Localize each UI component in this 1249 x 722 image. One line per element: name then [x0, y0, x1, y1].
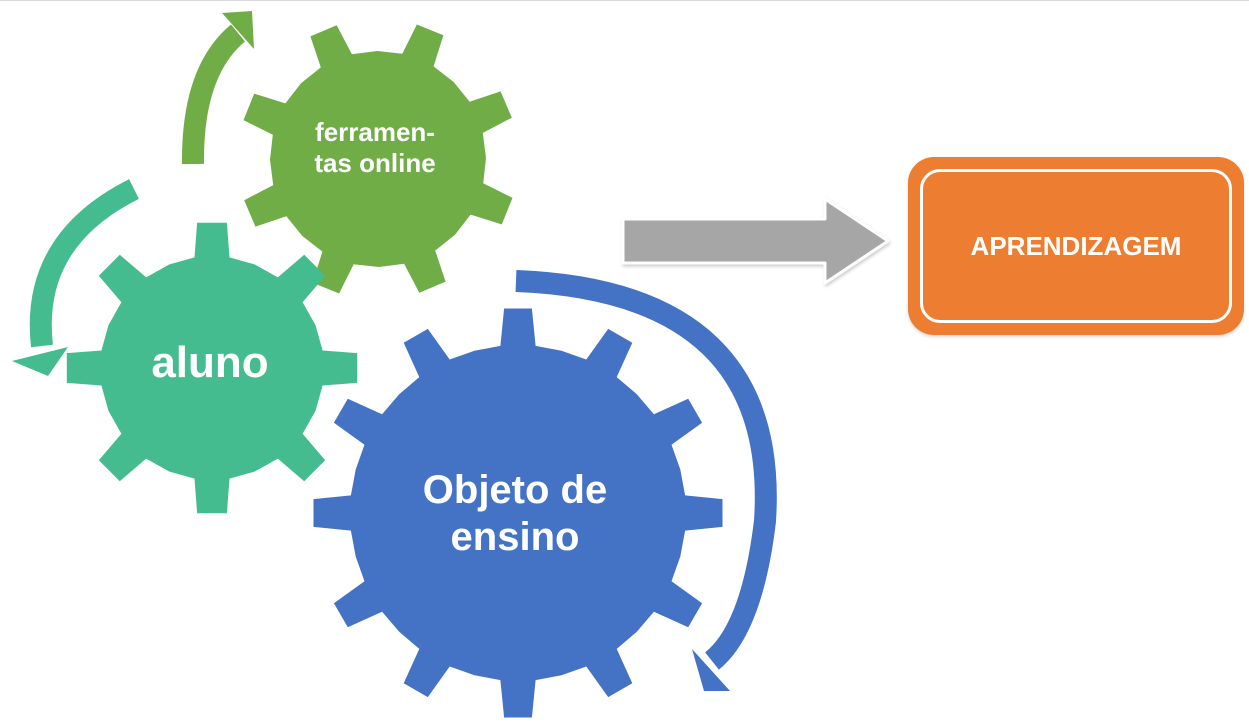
- curved-arrow-blue: [515, 270, 777, 670]
- student-gear: [66, 222, 358, 514]
- curved-arrow-teal-head: [12, 347, 68, 376]
- object-gear-label: Objeto de ensino: [422, 468, 608, 560]
- gear-object-shape: [313, 308, 723, 718]
- learning-outcome-label: APRENDIZAGEM: [970, 230, 1182, 261]
- gear-tools-shape: [243, 24, 513, 294]
- tools-gear: [243, 24, 513, 294]
- curved-arrow-teal: [29, 179, 140, 348]
- gear-student-shape: [66, 222, 358, 514]
- curved-arrow-blue-head: [692, 649, 730, 691]
- tools-gear-label: ferramen- tas online: [314, 117, 436, 178]
- curved-arrow-green-head: [222, 11, 254, 49]
- process-arrow: [621, 197, 890, 285]
- learning-outcome-inner-frame: APRENDIZAGEM: [920, 169, 1232, 323]
- student-gear-label: aluno: [151, 338, 269, 387]
- curved-arrow-green: [181, 24, 246, 165]
- object-gear: [313, 308, 723, 718]
- learning-outcome-box: APRENDIZAGEM: [908, 157, 1244, 335]
